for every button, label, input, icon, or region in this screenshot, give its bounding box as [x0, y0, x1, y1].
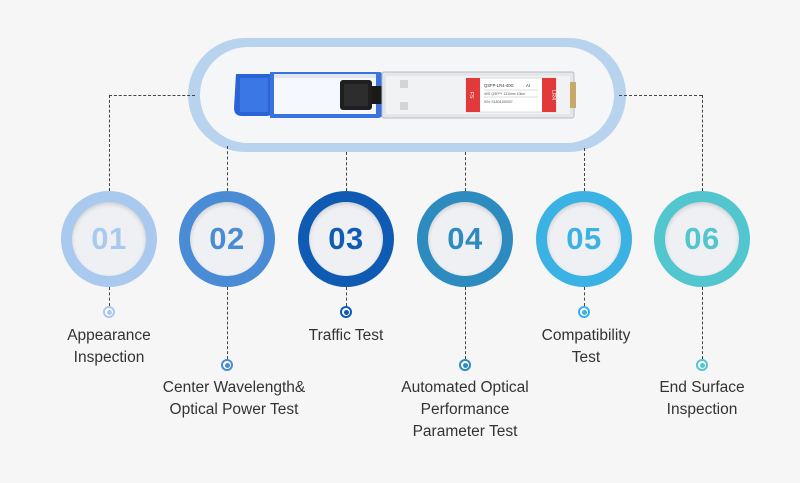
qsfp-transceiver-image: FS QSFP-LR4-40G AI 40G QSFP+ 1310nm 10km…: [234, 71, 576, 119]
connector-01-horizontal: [109, 95, 195, 96]
step-number-02: 02: [209, 221, 245, 256]
step-circle-02: 02: [179, 191, 275, 287]
svg-text:QSFP-LR4-40G: QSFP-LR4-40G: [484, 83, 514, 88]
step-label-02-line-1: Center Wavelength&: [162, 379, 306, 396]
step-label-03-line-1: Traffic Test: [308, 327, 384, 344]
step-marker-03: [340, 306, 352, 318]
step-marker-05: [578, 306, 590, 318]
spec-line-text: 40G QSFP+ 1310nm 10km: [484, 92, 525, 96]
connector-03-vertical: [346, 152, 347, 191]
step-label-01-line-1: Appearance: [67, 327, 151, 344]
step-number-01: 01: [91, 221, 127, 256]
connector-02-vertical: [227, 146, 228, 191]
step-label-04: Automated Optical Performance Parameter …: [355, 377, 575, 443]
step-label-03: Traffic Test: [236, 325, 456, 347]
connector-02-lower: [227, 287, 228, 359]
connector-06-vertical: [702, 95, 703, 191]
step-circle-04: 04: [417, 191, 513, 287]
type-tag: LR4: [550, 90, 556, 100]
step-label-04-line-3: Parameter Test: [412, 423, 518, 440]
step-marker-06: [696, 359, 708, 371]
connector-04-vertical: [465, 152, 466, 191]
step-label-05-line-1: Compatibility: [541, 327, 631, 344]
step-circle-06: 06: [654, 191, 750, 287]
step-marker-01: [103, 306, 115, 318]
step-label-04-line-2: Performance: [420, 401, 510, 418]
connector-05-lower: [584, 287, 585, 306]
step-number-03: 03: [328, 221, 364, 256]
step-label-06-line-1: End Surface: [659, 379, 745, 396]
connector-01-lower: [109, 287, 110, 306]
part-number-text: QSFP-LR4-40G: [484, 83, 514, 88]
step-number-04: 04: [447, 221, 483, 256]
step-label-01-line-2: Inspection: [73, 349, 145, 366]
step-label-04-line-1: Automated Optical: [401, 379, 529, 396]
connector-03-lower: [346, 287, 347, 306]
svg-text:S/N: S1804100007: S/N: S1804100007: [484, 100, 513, 104]
svg-text:FS: FS: [468, 91, 474, 98]
serial-text: S/N: S1804100007: [484, 100, 513, 104]
step-label-06-line-2: Inspection: [666, 401, 738, 418]
brand-tag: FS: [468, 91, 474, 98]
step-label-02: Center Wavelength& Optical Power Test: [124, 377, 344, 421]
svg-text:40G QSFP+ 1310nm 10km: 40G QSFP+ 1310nm 10km: [484, 92, 525, 96]
step-number-05: 05: [566, 221, 602, 256]
step-label-06: End Surface Inspection: [592, 377, 800, 421]
connector-04-lower: [465, 287, 466, 359]
step-marker-04: [459, 359, 471, 371]
connector-06-horizontal: [619, 95, 702, 96]
step-number-06: 06: [684, 221, 720, 256]
step-label-02-line-2: Optical Power Test: [169, 401, 299, 418]
connector-05-vertical: [584, 148, 585, 191]
connector-06-lower: [702, 287, 703, 359]
connector-01-vertical: [109, 95, 110, 191]
step-circle-03: 03: [298, 191, 394, 287]
svg-text:LR4: LR4: [550, 90, 556, 100]
ai-tag: AI: [526, 83, 530, 88]
step-circle-01: 01: [61, 191, 157, 287]
step-circle-05: 05: [536, 191, 632, 287]
step-marker-02: [221, 359, 233, 371]
svg-text:AI: AI: [526, 83, 530, 88]
step-label-05: Compatibility Test: [476, 325, 696, 369]
step-label-01: Appearance Inspection: [0, 325, 219, 369]
step-label-05-line-2: Test: [571, 349, 601, 366]
